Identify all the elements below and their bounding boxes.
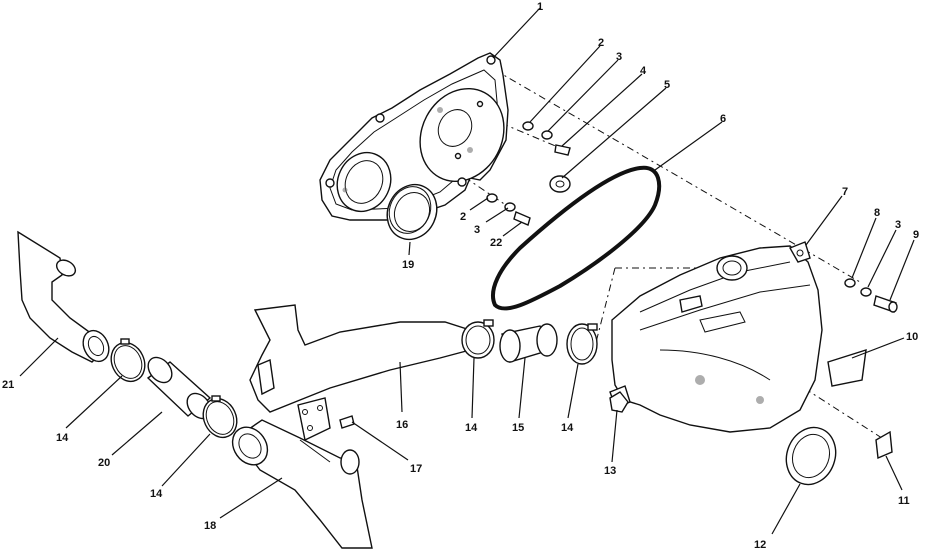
boot-sleeve [146, 356, 212, 420]
mid-duct [249, 304, 471, 442]
callout-4: 4 [640, 65, 647, 77]
clamp-mid [461, 319, 495, 359]
callout-8: 8 [874, 207, 880, 219]
coupler-sleeve [499, 323, 558, 363]
callout-14-d: 14 [561, 422, 574, 434]
callout-14-b: 14 [150, 488, 163, 500]
callout-3: 3 [616, 51, 622, 63]
callout-9: 9 [913, 229, 919, 241]
callout-15: 15 [512, 422, 524, 434]
seal-ring [386, 183, 438, 241]
callout-3-right: 3 [895, 219, 901, 231]
cover-fasteners [844, 278, 898, 313]
callout-1: 1 [537, 1, 543, 13]
callout-16: 16 [396, 419, 408, 431]
clamp-left-2 [202, 395, 238, 439]
callout-14-a: 14 [56, 432, 69, 444]
callout-2: 2 [598, 37, 604, 49]
callout-12: 12 [754, 539, 766, 551]
drive-belt [491, 165, 662, 311]
clamp-right [566, 323, 598, 365]
decal [827, 349, 867, 387]
callout-3-lower: 3 [474, 224, 480, 236]
callout-17: 17 [410, 463, 422, 475]
callout-18: 18 [204, 520, 216, 532]
callout-2-lower: 2 [460, 211, 466, 223]
upper-fasteners [486, 121, 571, 226]
callout-20: 20 [98, 457, 110, 469]
callout-6: 6 [720, 113, 726, 125]
callout-21: 21 [2, 379, 14, 391]
callout-7: 7 [842, 186, 848, 198]
callout-5: 5 [664, 79, 670, 91]
leader-lines [19, 7, 915, 535]
callout-13: 13 [604, 465, 616, 477]
lower-duct [231, 419, 373, 549]
label-plate [875, 430, 893, 460]
callout-22: 22 [490, 237, 502, 249]
callout-14-c: 14 [465, 422, 478, 434]
callout-19: 19 [402, 259, 414, 271]
round-decal [785, 426, 837, 486]
inner-cover-plate [319, 52, 509, 221]
callout-11: 11 [898, 495, 910, 507]
latch [609, 391, 629, 413]
clamp-left-1 [110, 338, 146, 383]
callout-10: 10 [906, 331, 918, 343]
intake-duct [17, 230, 110, 363]
outer-clutch-cover [609, 241, 823, 433]
